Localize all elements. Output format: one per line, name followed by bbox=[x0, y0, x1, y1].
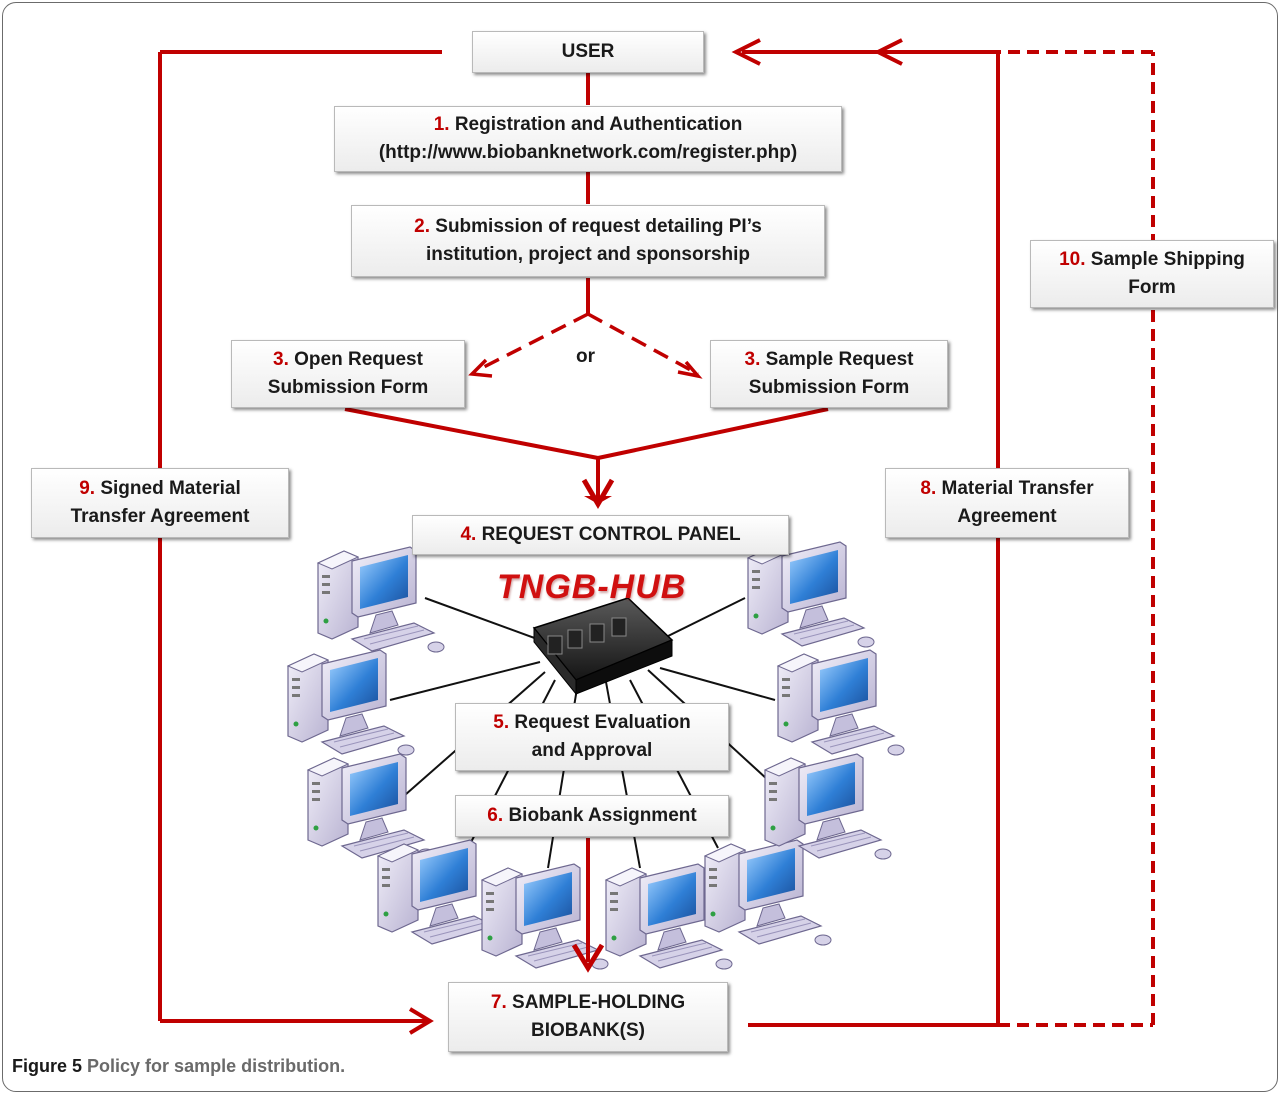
step-5-line1: Request Evaluation bbox=[514, 712, 691, 733]
step-number: 10. bbox=[1059, 249, 1086, 270]
step-number: 8. bbox=[920, 478, 937, 499]
user-box: USER bbox=[472, 31, 704, 73]
pc-icon-9 bbox=[777, 649, 905, 756]
step-1-line1: Registration and Authentication bbox=[454, 114, 743, 135]
step-7-line1: SAMPLE-HOLDING bbox=[512, 992, 686, 1013]
step-1-registration-box: 1. Registration and Authentication (http… bbox=[334, 106, 842, 172]
network-hub-icon bbox=[532, 597, 674, 696]
step-number: 3. bbox=[744, 349, 761, 370]
step-2-line2: institution, project and sponsorship bbox=[425, 244, 751, 265]
pc-icon-8 bbox=[764, 753, 892, 860]
step-9-signed-mta-box: 9. Signed Material Transfer Agreement bbox=[31, 468, 289, 538]
pc-icon-1 bbox=[317, 546, 445, 653]
step-3b-line1: Sample Request bbox=[765, 349, 914, 370]
figure-caption: Figure 5 Policy for sample distribution. bbox=[12, 1056, 345, 1077]
figure-number: Figure 5 bbox=[12, 1056, 83, 1076]
step-number: 1. bbox=[433, 114, 450, 135]
step-4-line1: REQUEST CONTROL PANEL bbox=[481, 524, 741, 545]
step-9-line2: Transfer Agreement bbox=[70, 506, 250, 527]
step-7-line2: BIOBANK(S) bbox=[531, 1020, 645, 1041]
step-6-assignment-box: 6. Biobank Assignment bbox=[455, 795, 729, 837]
step-5-evaluation-box: 5. Request Evaluation and Approval bbox=[455, 703, 729, 771]
step-4-control-panel-box: 4. REQUEST CONTROL PANEL bbox=[412, 515, 789, 555]
step-number: 6. bbox=[487, 805, 504, 826]
step-1-line2: (http://www.biobanknetwork.com/register.… bbox=[378, 142, 798, 163]
step-7-biobank-box: 7. SAMPLE-HOLDING BIOBANK(S) bbox=[448, 982, 728, 1052]
step-10-shipping-box: 10. Sample Shipping Form bbox=[1030, 240, 1274, 308]
step-5-line2: and Approval bbox=[531, 740, 653, 761]
step-3b-line2: Submission Form bbox=[748, 377, 910, 398]
user-label: USER bbox=[561, 41, 615, 62]
step-10-line2: Form bbox=[1128, 277, 1176, 298]
arrow-heads bbox=[408, 38, 903, 1035]
hub-title: TNGB-HUB bbox=[497, 568, 687, 606]
pc-icon-3 bbox=[307, 753, 435, 860]
step-3-sample-request-box: 3. Sample Request Submission Form bbox=[710, 340, 948, 408]
step-3a-line2: Submission Form bbox=[267, 377, 429, 398]
step-number: 5. bbox=[493, 712, 510, 733]
step-3a-line1: Open Request bbox=[294, 349, 423, 370]
step-number: 4. bbox=[460, 524, 477, 545]
step-8-mta-box: 8. Material Transfer Agreement bbox=[885, 468, 1129, 538]
step-number: 9. bbox=[79, 478, 96, 499]
or-dashed-lines bbox=[477, 312, 699, 376]
step-2-line1: Submission of request detailing PI’s bbox=[435, 216, 762, 237]
figure-caption-text: Policy for sample distribution. bbox=[87, 1056, 346, 1076]
step-8-line2: Agreement bbox=[957, 506, 1057, 527]
step-2-submission-box: 2. Submission of request detailing PI’s … bbox=[351, 205, 825, 277]
pc-icon-7 bbox=[704, 839, 832, 946]
step-8-line1: Material Transfer bbox=[941, 478, 1094, 499]
step-3-open-request-box: 3. Open Request Submission Form bbox=[231, 340, 465, 408]
step-10-line1: Sample Shipping bbox=[1090, 249, 1245, 270]
step-number: 3. bbox=[273, 349, 289, 370]
pc-icon-10 bbox=[747, 541, 875, 648]
step-number: 7. bbox=[490, 992, 507, 1013]
step-number: 2. bbox=[414, 216, 430, 237]
step-9-line1: Signed Material bbox=[95, 478, 241, 499]
shipping-dashed-loop bbox=[878, 50, 1155, 1027]
or-label: or bbox=[576, 346, 595, 367]
step-6-line1: Biobank Assignment bbox=[508, 805, 697, 826]
pc-icon-2 bbox=[287, 649, 415, 756]
